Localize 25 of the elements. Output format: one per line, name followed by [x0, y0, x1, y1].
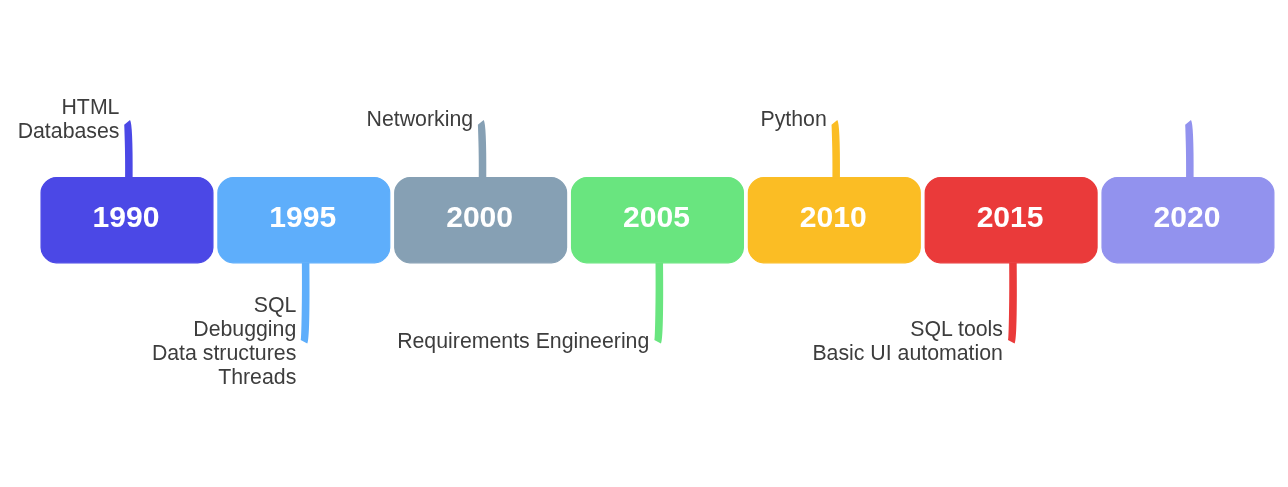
connector	[830, 121, 840, 177]
node-box: 2005	[570, 176, 744, 263]
connector	[653, 262, 664, 342]
node-label: Threads	[218, 364, 297, 389]
node-label: Requirements Engineering	[397, 328, 650, 353]
node-label: SQL	[253, 292, 297, 317]
node-label: Databases	[17, 118, 120, 143]
connector	[1184, 121, 1194, 177]
node-label: Debugging	[193, 316, 297, 341]
node-label: Data structures	[151, 340, 297, 365]
connector	[1007, 262, 1017, 342]
node-label: Python	[760, 106, 827, 131]
node-box: 1990	[40, 176, 214, 263]
connector	[123, 121, 133, 177]
node-box: 2000	[394, 176, 568, 263]
node-box: 1995	[217, 176, 391, 263]
node-label: HTML	[61, 94, 120, 119]
node-label: SQL tools	[910, 316, 1003, 341]
node-label: Basic UI automation	[812, 340, 1003, 365]
connector	[300, 262, 310, 342]
connector	[477, 121, 487, 177]
node-box: 2010	[747, 176, 921, 263]
node-label: Networking	[366, 106, 474, 131]
node-box: 2020	[1101, 176, 1275, 263]
node-box: 2015	[924, 176, 1098, 263]
